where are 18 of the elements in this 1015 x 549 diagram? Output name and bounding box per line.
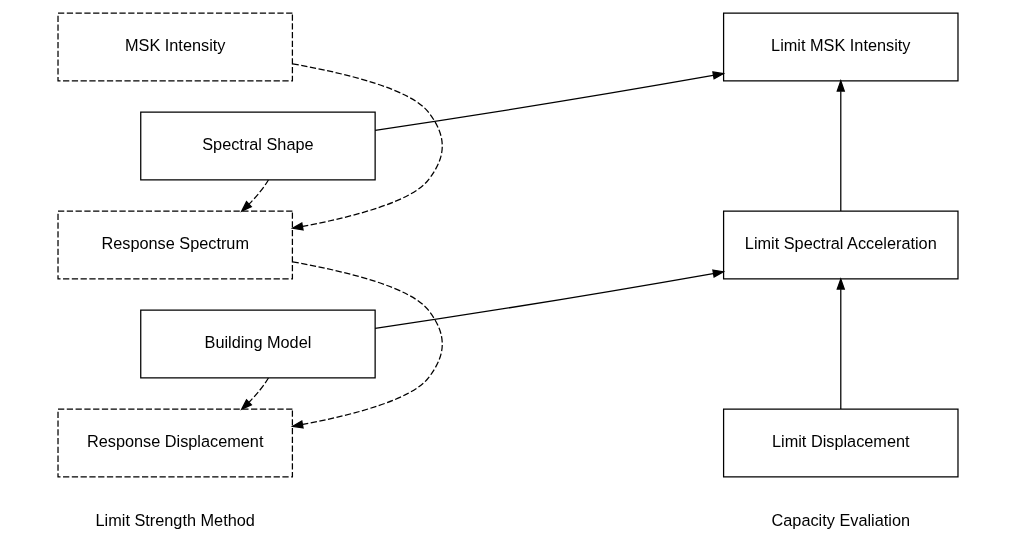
arrow <box>239 179 269 213</box>
node-box: MSK Intensity <box>56 12 293 82</box>
node-box: Response Spectrum <box>56 210 293 280</box>
node-box: Building Model <box>139 309 376 379</box>
arrow <box>374 71 725 131</box>
node-box: Limit Displacement <box>722 408 959 478</box>
arrow <box>835 79 845 212</box>
label: Capacity Evaliation <box>771 511 910 530</box>
label: Limit Strength Method <box>95 511 255 530</box>
arrow <box>290 63 443 231</box>
node-box: Limit MSK Intensity <box>722 12 959 82</box>
arrow <box>835 277 845 410</box>
arrow <box>290 261 443 429</box>
node-box: Spectral Shape <box>139 111 376 181</box>
arrow <box>374 269 725 329</box>
node-box: Limit Spectral Acceleration <box>722 210 959 280</box>
arrow <box>239 377 269 411</box>
node-box: Response Displacement <box>56 408 293 478</box>
